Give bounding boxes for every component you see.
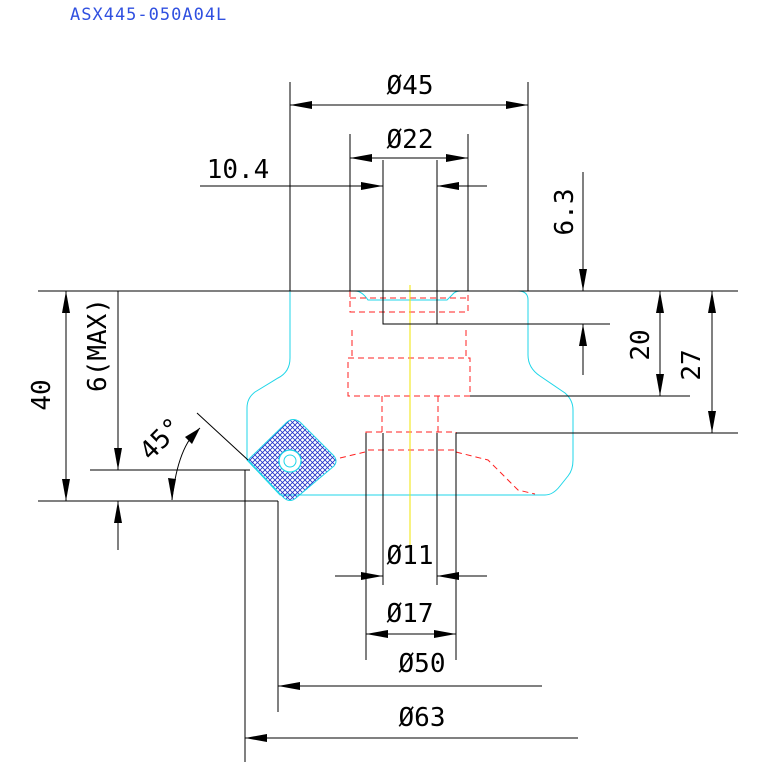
dim-10-4-label: 10.4 — [207, 155, 270, 185]
cutting-insert — [247, 419, 337, 501]
dim-d17-label: Ø17 — [387, 599, 434, 629]
dim-6-3-label: 6.3 — [550, 189, 580, 236]
dim-d63-label: Ø63 — [399, 703, 446, 733]
dimension-lines — [38, 82, 738, 762]
dimension-arrows — [62, 101, 716, 742]
dim-6max-label: 6(MAX) — [83, 298, 113, 392]
dim-20-label: 20 — [626, 329, 656, 360]
dim-d50-label: Ø50 — [399, 649, 446, 679]
dim-d45-label: Ø45 — [387, 71, 434, 101]
drawing-title: ASX445-050A04L — [70, 5, 227, 25]
insert-screw-icon — [278, 449, 302, 473]
dim-40-label: 40 — [27, 379, 57, 410]
dim-27-label: 27 — [677, 349, 707, 380]
dim-d11-label: Ø11 — [387, 541, 434, 571]
dim-d22-label: Ø22 — [387, 125, 434, 155]
